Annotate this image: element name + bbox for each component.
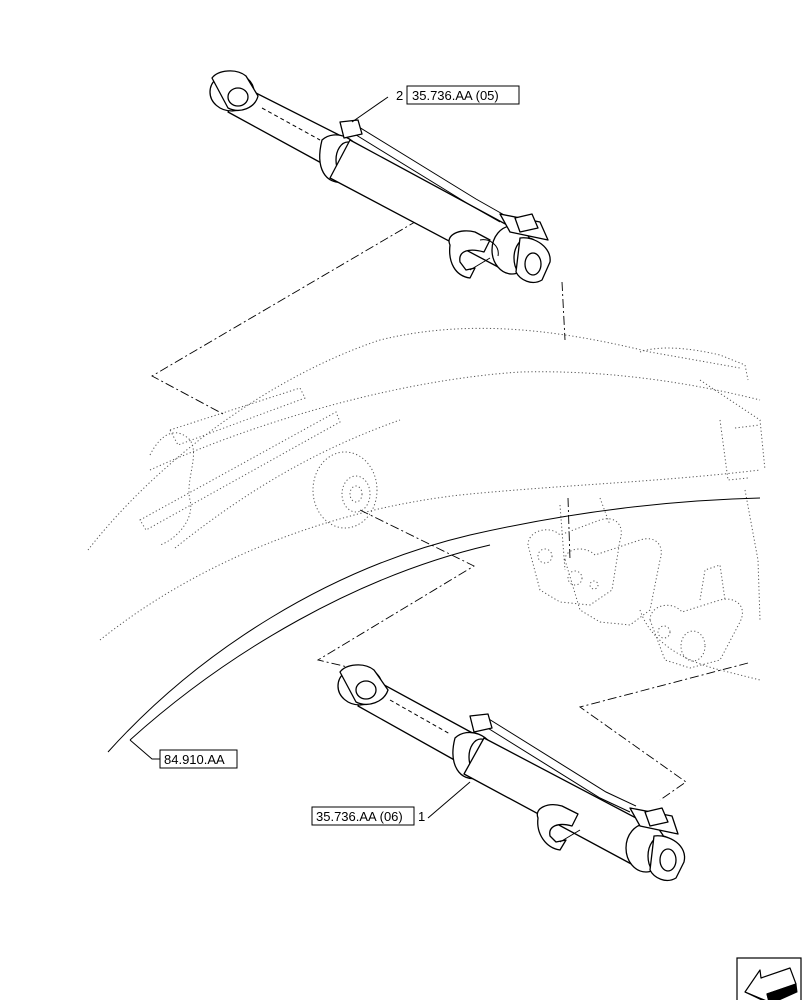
lower-cylinder bbox=[337, 664, 686, 882]
callout-lower-item: 1 bbox=[418, 809, 425, 824]
callout-boom-box bbox=[159, 749, 238, 769]
callout-boom-ref: 84.910.AA bbox=[164, 752, 225, 767]
callout-upper-item: 2 bbox=[396, 88, 403, 103]
callout-lower-box bbox=[311, 806, 415, 826]
callout-boom[interactable]: 84.910.AA bbox=[129, 739, 238, 769]
boom-edge bbox=[107, 497, 761, 753]
upper-cylinder bbox=[209, 70, 551, 284]
leader-boom bbox=[129, 739, 160, 760]
callout-lower[interactable]: 35.736.AA (06) 1 bbox=[311, 806, 425, 826]
callout-upper-box bbox=[406, 85, 520, 105]
boom-outline bbox=[87, 327, 766, 681]
alignment-lines bbox=[151, 211, 749, 801]
view-arrow-icon bbox=[736, 957, 802, 1000]
callout-lower-ref: 35.736.AA (06) bbox=[316, 809, 403, 824]
leader-upper bbox=[351, 96, 389, 123]
callout-upper[interactable]: 2 35.736.AA (05) bbox=[396, 85, 520, 105]
callout-upper-ref: 35.736.AA (05) bbox=[412, 88, 499, 103]
leader-lower bbox=[427, 781, 471, 819]
